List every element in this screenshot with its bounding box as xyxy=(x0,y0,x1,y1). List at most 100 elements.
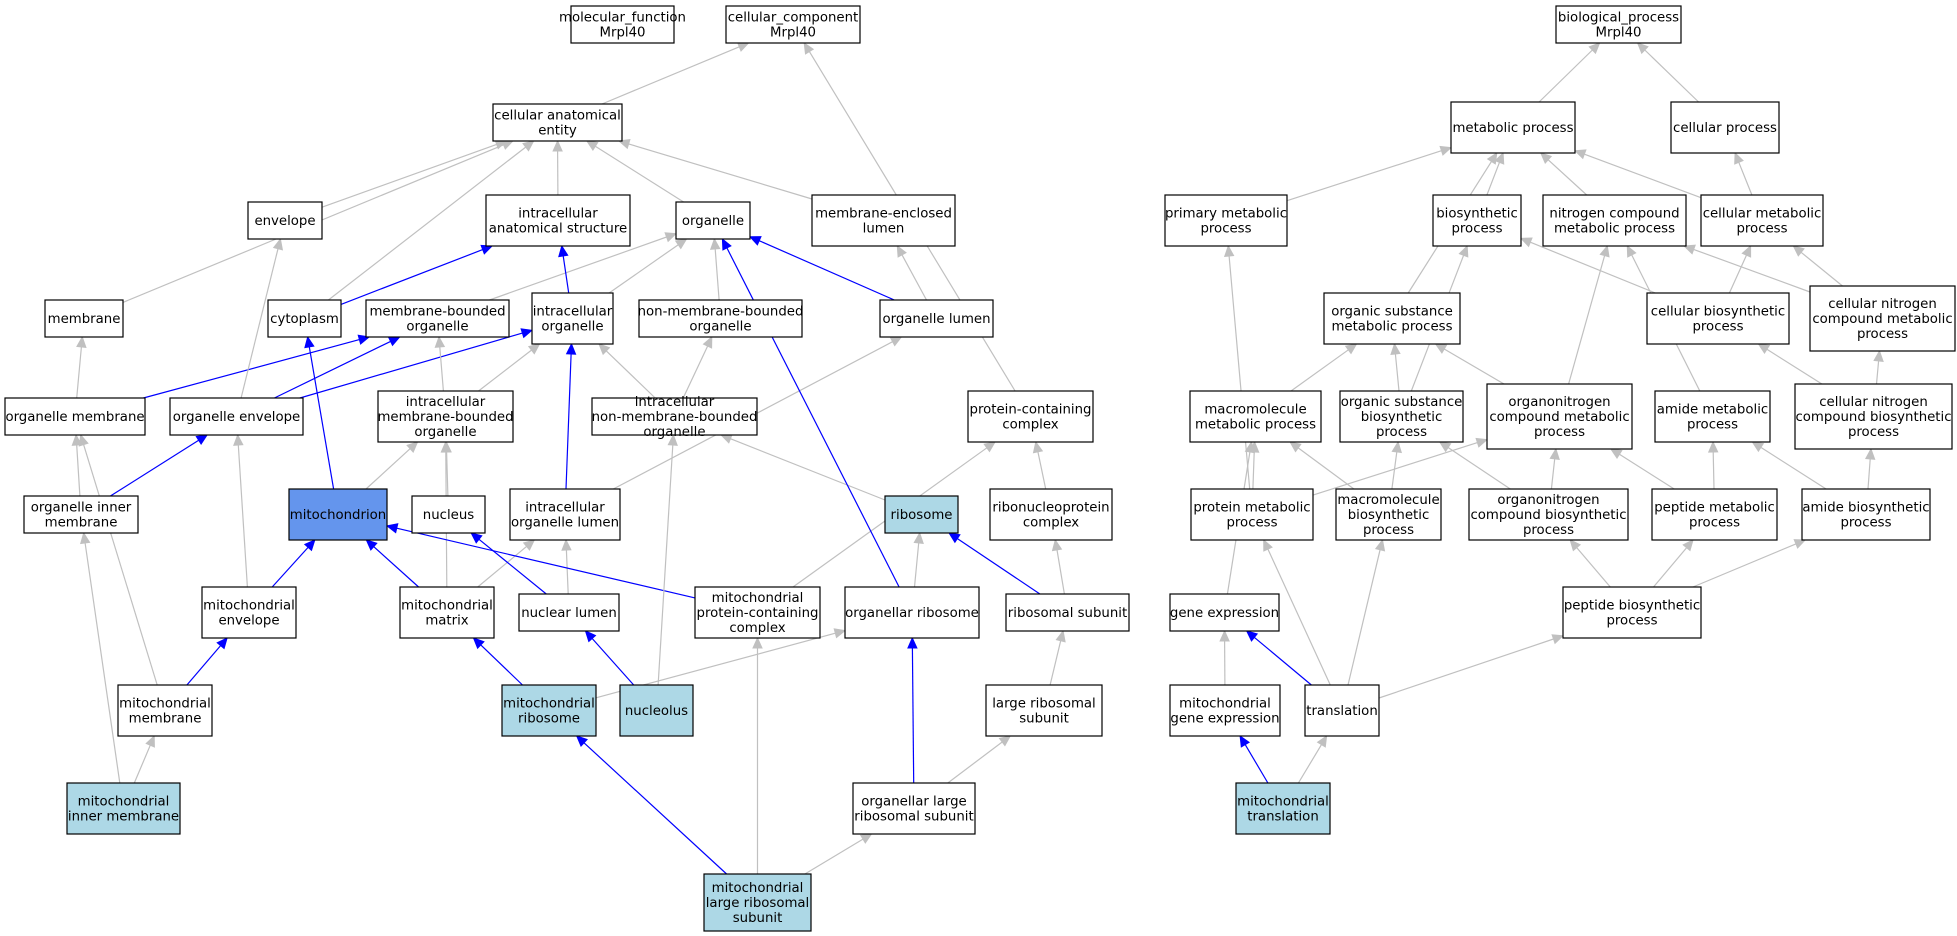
arrowhead-icon xyxy=(1239,734,1251,748)
node-label: Mrpl40 xyxy=(770,26,816,41)
arrowhead-icon xyxy=(522,140,535,152)
node-label: process xyxy=(1848,425,1899,440)
arrowhead-icon xyxy=(617,139,631,150)
go-term-node-nl[interactable]: nuclear lumen xyxy=(518,593,620,632)
node-box xyxy=(518,593,620,632)
node-label: complex xyxy=(1023,516,1079,531)
arrowhead-icon xyxy=(1873,349,1884,362)
edge-line xyxy=(1228,255,1251,490)
go-term-node-nucleus[interactable]: nucleus xyxy=(411,495,486,534)
edge-cp-to-bp xyxy=(1636,42,1700,103)
go-term-node-ge[interactable]: gene expression xyxy=(1169,593,1280,632)
node-box xyxy=(23,495,139,534)
node-label: mitochondrial xyxy=(712,591,804,606)
go-term-node-membrane[interactable]: membrane xyxy=(44,299,124,338)
node-label: intracellular xyxy=(525,501,605,516)
go-term-node-mito[interactable]: mitochondrion xyxy=(288,488,388,541)
go-term-node-organelle[interactable]: organelle xyxy=(675,201,751,240)
node-label: cellular process xyxy=(1673,121,1777,136)
go-term-node-ribosome[interactable]: ribosome xyxy=(884,495,959,534)
edge-oim-to-oe xyxy=(110,434,209,497)
go-term-node-ol[interactable]: organelle lumen xyxy=(879,299,994,338)
edge-line xyxy=(271,546,309,588)
go-term-node-envelope[interactable]: envelope xyxy=(247,201,323,240)
edge-line xyxy=(1347,549,1381,686)
edge-line xyxy=(1644,49,1700,103)
go-term-node-om[interactable]: organelle membrane xyxy=(4,397,146,436)
edge-line xyxy=(489,236,667,301)
arrowhead-icon xyxy=(833,628,847,639)
node-label: compound biosynthetic xyxy=(1470,508,1626,523)
arrowhead-icon xyxy=(434,335,446,348)
arrowhead-icon xyxy=(1263,538,1273,552)
node-label: mitochondrial xyxy=(119,697,211,712)
edge-nucleolus-to-inmbo xyxy=(657,433,678,686)
node-label: complex xyxy=(1002,418,1058,433)
edge-line xyxy=(478,349,532,392)
node-label: translation xyxy=(1247,810,1319,825)
edge-line xyxy=(1378,638,1554,699)
edge-line xyxy=(84,542,121,784)
go-term-node-orib[interactable]: organellar ribosome xyxy=(844,586,980,639)
go-term-node-transl[interactable]: translation xyxy=(1304,684,1380,737)
go-term-node-rsub[interactable]: ribosomal subunit xyxy=(1005,593,1130,632)
edge-protmp-to-oncmp xyxy=(1312,437,1489,496)
edge-mmat-to-mito xyxy=(365,539,420,588)
node-label: membrane-enclosed xyxy=(815,207,952,222)
go-term-node-cytoplasm[interactable]: cytoplasm xyxy=(267,299,342,338)
edge-nmbo-to-organelle xyxy=(709,237,721,301)
go-term-node-oe[interactable]: organelle envelope xyxy=(169,397,304,436)
go-term-node-inmbo[interactable]: intracellularnon-membrane-boundedorganel… xyxy=(591,395,758,440)
arrowhead-icon xyxy=(216,637,228,650)
go-term-node-mp[interactable]: metabolic process xyxy=(1450,101,1576,154)
node-label: process xyxy=(1689,516,1740,531)
edge-line xyxy=(1867,458,1871,490)
edge-line xyxy=(594,145,684,203)
go-term-node-nucleolus[interactable]: nucleolus xyxy=(619,684,694,737)
go-term-node-cp[interactable]: cellular process xyxy=(1670,101,1780,154)
